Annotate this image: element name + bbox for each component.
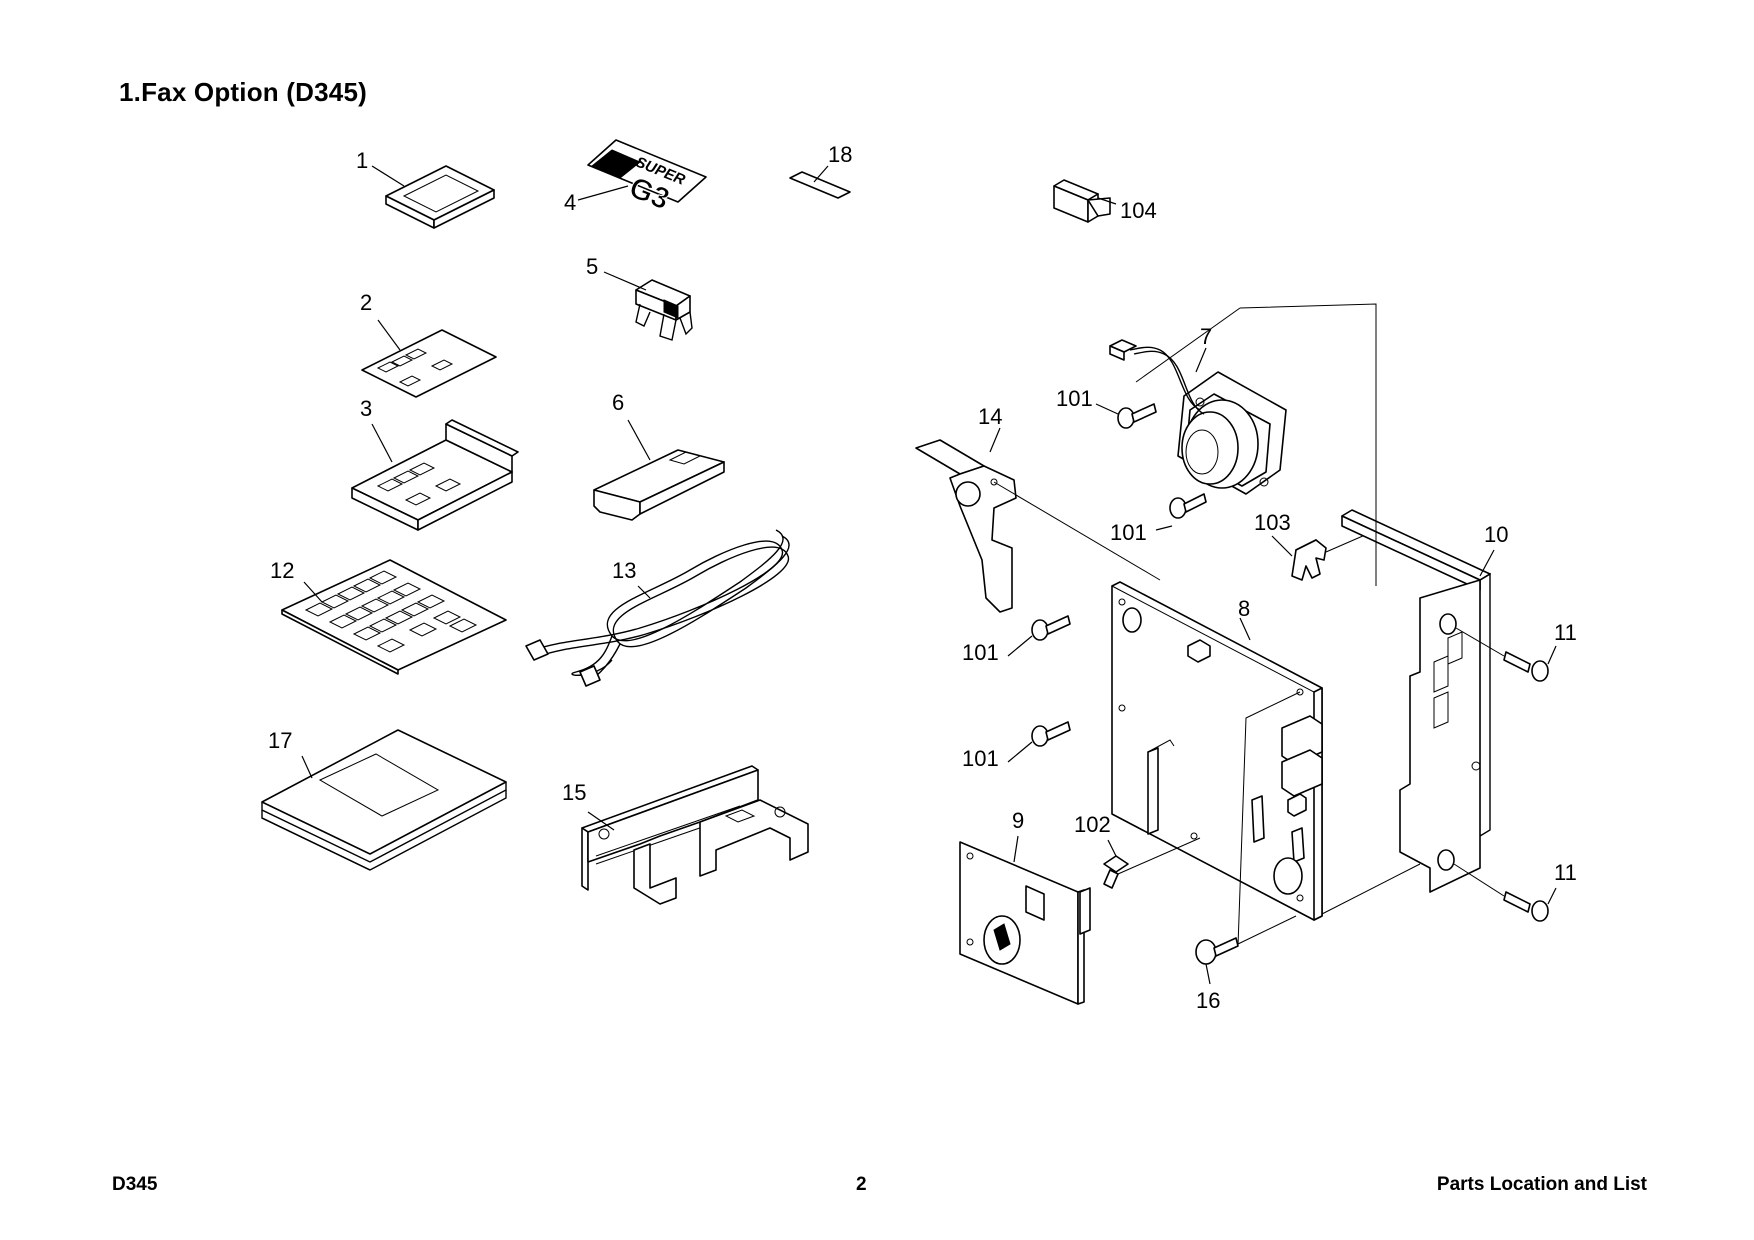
screw-16: [1195, 691, 1301, 965]
page-title: 1.Fax Option (D345): [119, 77, 367, 107]
standoff-part: [1103, 837, 1201, 889]
callout-12: 12: [270, 558, 294, 583]
callout-leader-lines: [301, 165, 1557, 985]
callout-103: 103: [1254, 510, 1291, 535]
callout-1: 1: [356, 148, 368, 173]
screw-101-left-lower: [1031, 721, 1071, 747]
speaker-part: [1109, 339, 1287, 495]
callout-101-left-lower: 101: [962, 746, 999, 771]
fax-main-pcb-part: [1111, 581, 1323, 921]
manual-booklet-part: [261, 729, 507, 871]
screw-101-left-upper: [1031, 615, 1071, 641]
callout-3: 3: [360, 396, 372, 421]
callout-9: 9: [1012, 808, 1024, 833]
callout-101-top: 101: [1056, 386, 1093, 411]
callout-18: 18: [828, 142, 852, 167]
callout-numbers: 1 2 3 4 5 6 7 8 9 10 11 11 12 13 14 15 1…: [268, 142, 1577, 1013]
callout-10: 10: [1484, 522, 1508, 547]
telephone-cable-part: [525, 529, 790, 687]
footer-page-number: 2: [856, 1174, 867, 1195]
pcb-tray-part: [351, 419, 519, 531]
callout-2: 2: [360, 290, 372, 315]
clip-part: [635, 279, 693, 341]
sd-card-part: [385, 165, 495, 229]
callout-4: 4: [564, 190, 576, 215]
daughter-board-part: [959, 841, 1091, 1005]
screw-11-lower: [1453, 863, 1549, 922]
callout-11-upper: 11: [1554, 620, 1577, 645]
cover-piece-part: [593, 449, 725, 521]
callout-16: 16: [1196, 988, 1220, 1013]
callout-14: 14: [978, 404, 1002, 429]
callout-11-lower: 11: [1554, 860, 1577, 885]
footer-model: D345: [112, 1174, 158, 1195]
screw-11-upper: [1455, 627, 1549, 682]
callout-6: 6: [612, 390, 624, 415]
callout-104: 104: [1120, 198, 1157, 223]
keytop-sheet-part: [281, 559, 507, 675]
left-bracket-part: [915, 439, 1161, 613]
super-g3-label-part: SUPER G3: [587, 139, 707, 217]
callout-101-mid: 101: [1110, 520, 1147, 545]
callout-15: 15: [562, 780, 586, 805]
callout-17: 17: [268, 728, 292, 753]
footer-section: Parts Location and List: [1436, 1174, 1647, 1195]
callout-102: 102: [1074, 812, 1111, 837]
callout-5: 5: [586, 254, 598, 279]
cap-part: [1053, 179, 1111, 223]
screw-101-mid: [1169, 493, 1207, 519]
screw-101-top: [1117, 403, 1157, 429]
callout-7: 7: [1200, 324, 1212, 349]
small-pcb-part: [361, 329, 497, 398]
small-label-part: [789, 171, 851, 199]
callout-101-left-upper: 101: [962, 640, 999, 665]
callout-8: 8: [1238, 596, 1250, 621]
mounting-bracket-part: [581, 765, 809, 905]
right-chassis-bracket-part: [1135, 303, 1491, 915]
cable-clamp-part: [1291, 531, 1373, 581]
callout-13: 13: [612, 558, 636, 583]
